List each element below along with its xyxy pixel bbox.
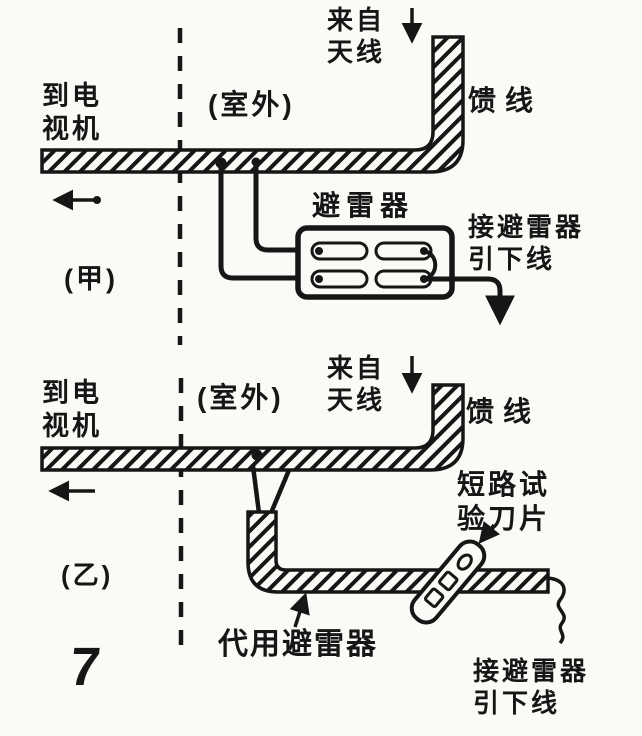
cable-tap-dot [251, 449, 263, 461]
terminal-dot [315, 275, 323, 283]
tap-wire-right [268, 469, 292, 514]
tap-wire-lower [218, 164, 316, 281]
label-from-antenna-top: 来自 天线 [327, 5, 386, 67]
blade-pointer-arrow [478, 521, 501, 544]
arrester-box [295, 225, 455, 300]
label-to-tv-bottom: 到电 视机 [42, 378, 102, 441]
label-test-blade: 短路试 验刀片 [457, 469, 551, 535]
label-from-antenna-bottom: 来自 天线 [327, 353, 386, 415]
downlead-frayed-wire [547, 576, 566, 645]
label-downlead-bottom: 接避雷器 引下线 [473, 656, 590, 718]
feeder-cable-top [40, 35, 465, 174]
panel-b-drawing [40, 356, 566, 658]
label-outdoor-top: (室外) [208, 89, 295, 120]
label-feeder-top: 馈线 [468, 85, 543, 116]
label-to-tv-top: 到电 视机 [42, 81, 102, 144]
tap-wire-left [250, 465, 262, 514]
label-panel-b: (乙) [61, 560, 114, 590]
downlead-wire-arrow [424, 276, 515, 326]
label-downlead-top: 接避雷器 引下线 [468, 212, 585, 274]
arrester-element [374, 241, 433, 261]
label-outdoor-bottom: (室外) [197, 382, 284, 413]
tap-wire-upper [253, 164, 316, 253]
label-panel-a: (甲) [64, 264, 118, 294]
terminal-dot [315, 247, 323, 255]
feeder-cable-bottom [40, 383, 465, 472]
arrow-tail-dot [93, 196, 101, 204]
panel-a-drawing [40, 8, 515, 345]
label-arrester: 避雷器 [312, 190, 415, 221]
arrester-element [310, 269, 369, 289]
cable-tap-dot [215, 157, 227, 169]
substitute-pointer-arrow [289, 592, 310, 628]
test-blade [409, 539, 487, 625]
label-feeder-bottom: 馈线 [466, 396, 541, 427]
arrester-element [310, 241, 369, 261]
label-substitute-arrester: 代用避雷器 [218, 628, 378, 661]
